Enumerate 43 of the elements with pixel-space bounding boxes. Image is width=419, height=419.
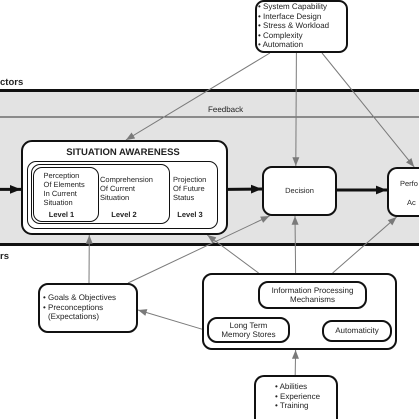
box-title: SITUATION AWARENESS bbox=[66, 147, 180, 158]
list-item: • Automation bbox=[258, 40, 304, 50]
arrow bbox=[206, 234, 260, 274]
band-label: Feedback bbox=[208, 105, 244, 115]
level-box bbox=[27, 161, 218, 229]
box-text: Information Processing Mechanisms bbox=[270, 286, 354, 304]
arrow bbox=[337, 186, 387, 194]
process-box bbox=[258, 281, 367, 309]
process-box bbox=[262, 166, 337, 216]
list-item: • Abilities bbox=[275, 382, 308, 392]
list-item: • Preconceptions (Expectations) bbox=[43, 302, 104, 322]
factors-list-box bbox=[255, 0, 348, 53]
box-text: Automaticity bbox=[335, 326, 379, 336]
arrow bbox=[322, 52, 415, 168]
list-item: • Experience bbox=[275, 392, 320, 401]
arrow bbox=[128, 216, 270, 284]
level-box bbox=[31, 164, 170, 224]
arrow bbox=[86, 234, 93, 284]
list-item: • Interface Design bbox=[258, 12, 322, 21]
factors-list-box bbox=[254, 375, 338, 419]
group-box bbox=[202, 273, 397, 350]
arrow bbox=[292, 52, 300, 166]
list-item: • Complexity bbox=[258, 30, 303, 40]
arrow bbox=[228, 184, 262, 194]
section-heading: ctors bbox=[0, 77, 24, 88]
arrow bbox=[0, 185, 21, 194]
section-heading: rs bbox=[0, 251, 9, 262]
factors-list-box bbox=[38, 283, 138, 333]
level-box bbox=[33, 167, 99, 222]
arrow bbox=[138, 309, 202, 330]
list-item: • Stress & Workload bbox=[258, 21, 330, 30]
process-box bbox=[207, 317, 290, 343]
list-item: • Training bbox=[275, 401, 308, 410]
arrow bbox=[332, 216, 398, 274]
arrow bbox=[292, 216, 299, 274]
arrow bbox=[292, 350, 299, 376]
list-item: • Goals & Objectives bbox=[43, 293, 116, 302]
arrow bbox=[125, 52, 270, 140]
situation-awareness-box bbox=[21, 140, 228, 235]
list-item: • System Capability bbox=[258, 2, 328, 12]
process-box bbox=[387, 167, 419, 217]
process-box bbox=[322, 320, 392, 342]
box-text: Long Term Memory Stores bbox=[220, 320, 277, 340]
